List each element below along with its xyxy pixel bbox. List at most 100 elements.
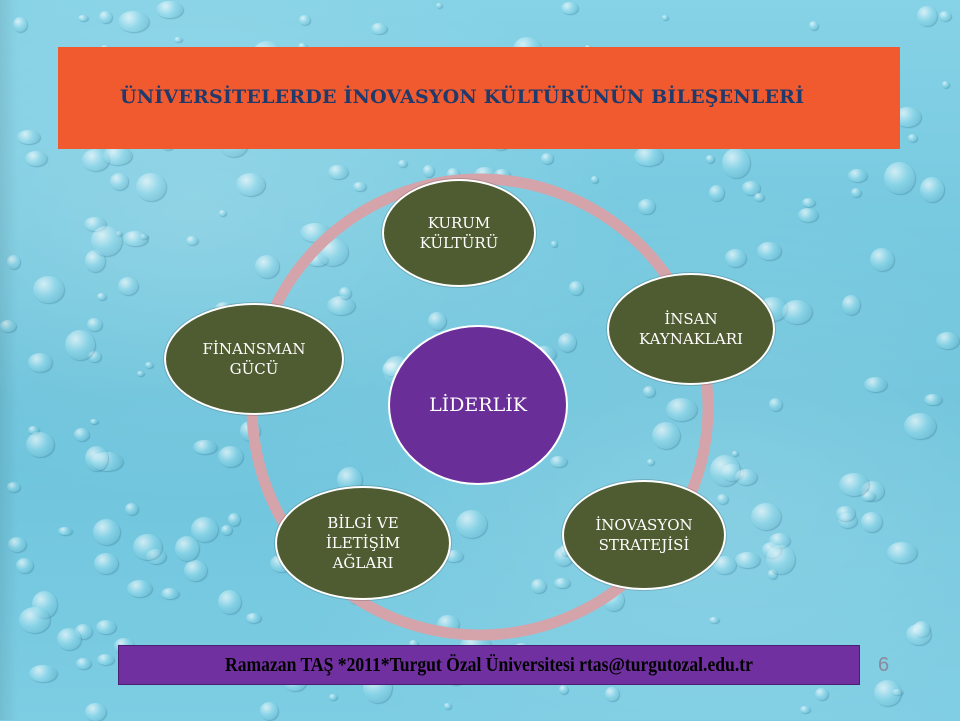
water-drop bbox=[935, 332, 959, 349]
water-drop bbox=[338, 286, 351, 300]
water-drop bbox=[652, 422, 680, 450]
water-drop bbox=[709, 616, 719, 623]
water-drop bbox=[864, 377, 887, 393]
water-drop bbox=[329, 693, 337, 700]
water-drop bbox=[160, 588, 180, 600]
water-drop bbox=[109, 173, 129, 190]
water-drop bbox=[851, 187, 861, 197]
water-drop bbox=[642, 385, 655, 397]
water-drop bbox=[919, 176, 945, 202]
center-node-label: LİDERLİK bbox=[429, 394, 527, 416]
water-drop bbox=[145, 362, 154, 368]
water-drop bbox=[191, 516, 218, 542]
water-drop bbox=[117, 277, 139, 296]
water-drop bbox=[81, 149, 109, 172]
node-insan-line-2: KAYNAKLARI bbox=[639, 330, 743, 348]
water-drop bbox=[941, 81, 949, 89]
left-frame-shadow bbox=[0, 0, 18, 720]
water-drop bbox=[246, 613, 262, 623]
water-drop bbox=[722, 148, 750, 179]
water-drop bbox=[99, 11, 112, 24]
slide-title: ÜNİVERSİTELERDE İNOVASYON KÜLTÜRÜNÜN BİL… bbox=[120, 86, 805, 108]
water-drop bbox=[665, 397, 697, 422]
water-drop bbox=[96, 292, 106, 300]
water-drop bbox=[428, 311, 446, 330]
water-drop bbox=[860, 511, 882, 533]
water-drop bbox=[103, 145, 133, 166]
node-kurum-kulturu: KURUM KÜLTÜRÜ bbox=[382, 179, 536, 287]
water-drop bbox=[118, 10, 150, 33]
water-drop bbox=[870, 248, 894, 272]
water-drop bbox=[455, 510, 488, 539]
water-drop bbox=[156, 0, 183, 19]
water-drop bbox=[218, 445, 244, 468]
water-drop bbox=[8, 536, 27, 552]
node-kurum-line-2: KÜLTÜRÜ bbox=[419, 234, 499, 252]
water-drop bbox=[836, 506, 856, 521]
water-drop bbox=[17, 129, 41, 144]
water-drop bbox=[57, 526, 73, 536]
water-drop bbox=[228, 512, 241, 527]
water-drop bbox=[754, 193, 764, 201]
water-drop bbox=[561, 2, 578, 15]
water-drop bbox=[848, 169, 868, 183]
water-drop bbox=[605, 686, 619, 701]
water-drop bbox=[638, 199, 656, 215]
water-drop bbox=[184, 559, 207, 581]
water-drop bbox=[924, 394, 942, 406]
water-drop bbox=[569, 280, 584, 296]
water-drop bbox=[423, 165, 434, 177]
center-node-liderlik: LİDERLİK bbox=[388, 325, 568, 485]
water-drop bbox=[28, 426, 39, 435]
water-drop bbox=[13, 16, 28, 32]
water-drop bbox=[218, 210, 227, 217]
water-drop bbox=[717, 494, 728, 505]
water-drop bbox=[74, 428, 89, 441]
water-drop bbox=[132, 533, 162, 560]
water-drop bbox=[193, 440, 217, 455]
water-drop bbox=[25, 150, 48, 166]
water-drop bbox=[137, 371, 144, 377]
node-insan-kaynaklari: İNSAN KAYNAKLARI bbox=[607, 273, 775, 385]
node-bilgi-ve-iletisim-aglari: BİLGİ VE İLETİŞİM AĞLARI bbox=[275, 486, 451, 600]
water-drop bbox=[591, 176, 598, 183]
footer-text: Ramazan TAŞ *2011*Turgut Özal Üniversite… bbox=[225, 653, 753, 676]
water-drop bbox=[884, 162, 916, 194]
water-drop bbox=[33, 276, 65, 303]
node-bilgi-line-3: AĞLARI bbox=[332, 554, 394, 572]
water-drop bbox=[742, 181, 761, 195]
water-drop bbox=[550, 455, 568, 467]
water-drop bbox=[408, 639, 418, 647]
water-drop bbox=[917, 5, 937, 26]
water-drop bbox=[218, 589, 242, 614]
water-drop bbox=[782, 299, 813, 324]
water-drop bbox=[125, 503, 139, 516]
water-drop bbox=[841, 295, 860, 315]
water-drop bbox=[18, 607, 51, 634]
node-insan-line-1: İNSAN bbox=[664, 310, 718, 328]
water-drop bbox=[938, 11, 951, 22]
water-drop bbox=[767, 569, 777, 579]
water-drop bbox=[750, 502, 781, 530]
water-drop bbox=[661, 15, 668, 20]
water-drop bbox=[326, 296, 355, 316]
water-drop bbox=[731, 450, 738, 457]
water-drop bbox=[77, 14, 89, 22]
page-number: 6 bbox=[878, 654, 890, 676]
water-drop bbox=[86, 317, 102, 332]
water-drop bbox=[84, 250, 105, 272]
water-drop bbox=[860, 490, 875, 502]
water-drop bbox=[327, 164, 348, 180]
water-drop bbox=[136, 172, 166, 202]
water-drop bbox=[91, 225, 122, 256]
node-inovasyon-line-1: İNOVASYON bbox=[595, 516, 693, 534]
water-drop bbox=[235, 173, 265, 196]
water-drop bbox=[27, 352, 53, 372]
water-drop bbox=[797, 207, 819, 222]
water-drop bbox=[126, 579, 152, 597]
water-drop bbox=[93, 519, 120, 545]
water-drop bbox=[85, 446, 108, 471]
water-drop bbox=[186, 235, 198, 245]
water-drop bbox=[90, 418, 98, 424]
water-drop bbox=[353, 182, 366, 191]
